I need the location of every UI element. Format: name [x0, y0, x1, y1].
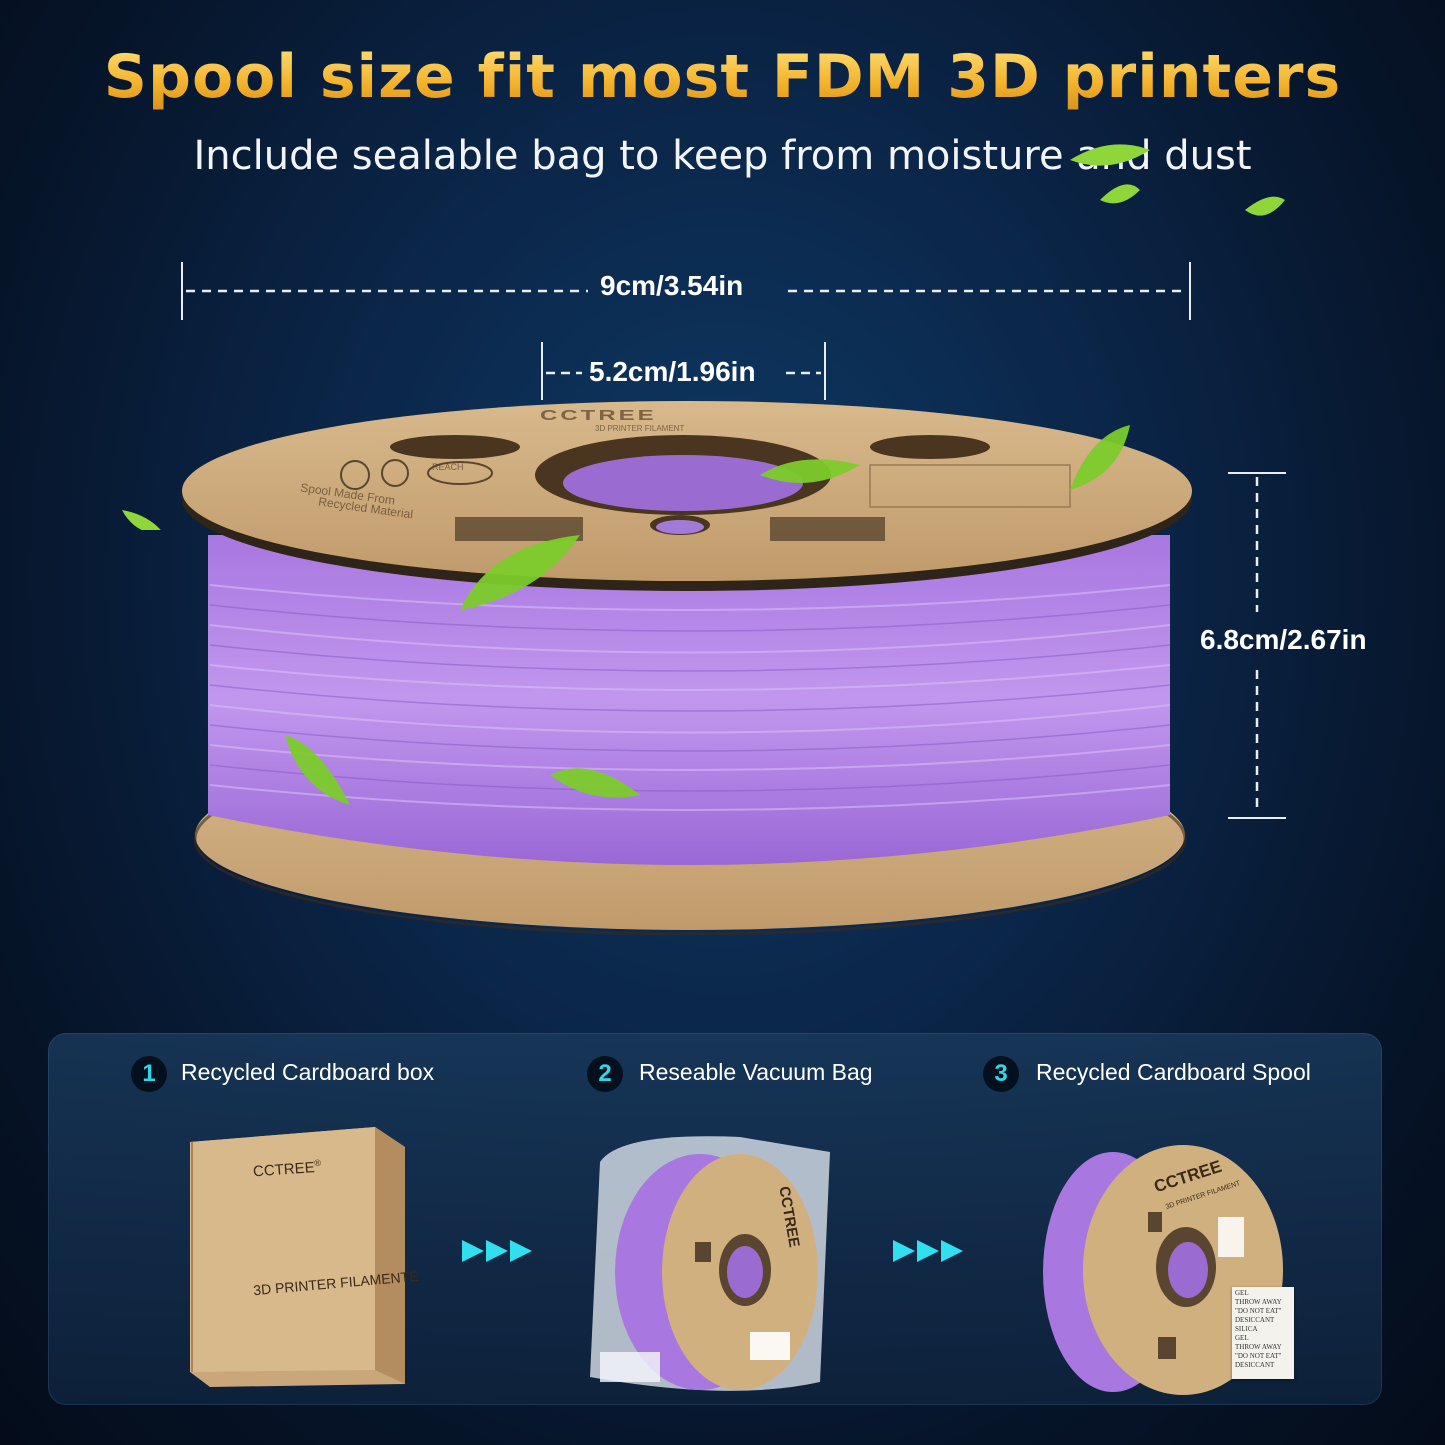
arrow-icon: [510, 1240, 532, 1262]
arrow-icon: [486, 1240, 508, 1262]
dimension-lines: [181, 262, 1286, 819]
desiccant-text: SILICA: [1235, 1325, 1258, 1333]
arrows-1-to-2: [462, 1240, 534, 1262]
arrow-icon: [917, 1240, 939, 1262]
desiccant-text: "DO NOT EAT": [1235, 1352, 1282, 1360]
filament-body: [208, 535, 1170, 865]
floating-leaves: [122, 144, 1285, 530]
step-2-label: Reseable Vacuum Bag: [639, 1059, 873, 1085]
main-spool-image: [182, 401, 1192, 936]
main-spool-brand: CCTREE: [540, 407, 657, 424]
cardboard-box-image: [190, 1127, 405, 1387]
main-spool-badge: REACH: [432, 462, 464, 472]
desiccant-text: "DO NOT EAT": [1235, 1307, 1282, 1315]
dim-height-label: 6.8cm/2.67in: [1200, 624, 1367, 655]
vacuum-bag-spool-image: [590, 1136, 830, 1391]
desiccant-text: DESICCANT: [1235, 1316, 1275, 1324]
dim-inner-label: 5.2cm/1.96in: [589, 356, 756, 387]
leaf-decorations: [285, 425, 1130, 805]
step-2-number: 2: [587, 1056, 623, 1092]
desiccant-text: GEL: [1235, 1289, 1249, 1297]
step-3-number: 3: [983, 1056, 1019, 1092]
main-spool-tagline: 3D PRINTER FILAMENT: [595, 424, 685, 433]
desiccant-text: DESICCANT: [1235, 1361, 1275, 1369]
subline: Include sealable bag to keep from moistu…: [193, 133, 1252, 179]
dim-outer-label: 9cm/3.54in: [600, 270, 744, 301]
arrow-icon: [462, 1240, 484, 1262]
step-3-label: Recycled Cardboard Spool: [1036, 1059, 1311, 1085]
desiccant-text: GEL: [1235, 1334, 1249, 1342]
headline: Spool size fit most FDM 3D printers: [0, 42, 1445, 112]
desiccant-text: THROW AWAY: [1235, 1298, 1282, 1306]
desiccant-text: THROW AWAY: [1235, 1343, 1282, 1351]
desiccant-pack: GEL THROW AWAY "DO NOT EAT" DESICCANT SI…: [1232, 1287, 1294, 1379]
arrow-icon: [941, 1240, 963, 1262]
step-1-label: Recycled Cardboard box: [181, 1059, 435, 1085]
step-1-number: 1: [131, 1056, 167, 1092]
arrow-icon: [893, 1240, 915, 1262]
arrows-2-to-3: [893, 1240, 965, 1262]
